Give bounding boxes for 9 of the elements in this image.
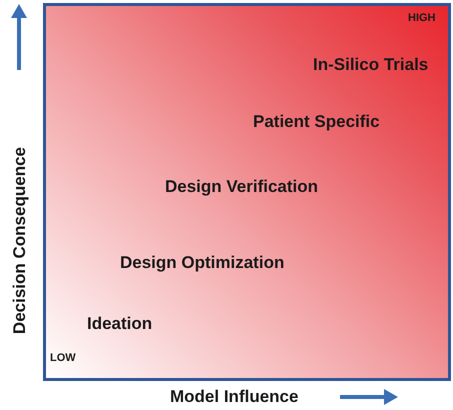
axis-title: Model Influence	[170, 388, 298, 405]
stage-label: Ideation	[87, 315, 152, 332]
stage-label: Patient Specific	[253, 113, 380, 130]
axis-title: Decision Consequence	[10, 146, 28, 334]
corner-label: HIGH	[408, 13, 436, 24]
stage-label: In-Silico Trials	[313, 56, 428, 73]
stage-label: Design Verification	[165, 178, 318, 195]
corner-label: LOW	[50, 353, 76, 364]
stage-label: Design Optimization	[120, 254, 284, 271]
